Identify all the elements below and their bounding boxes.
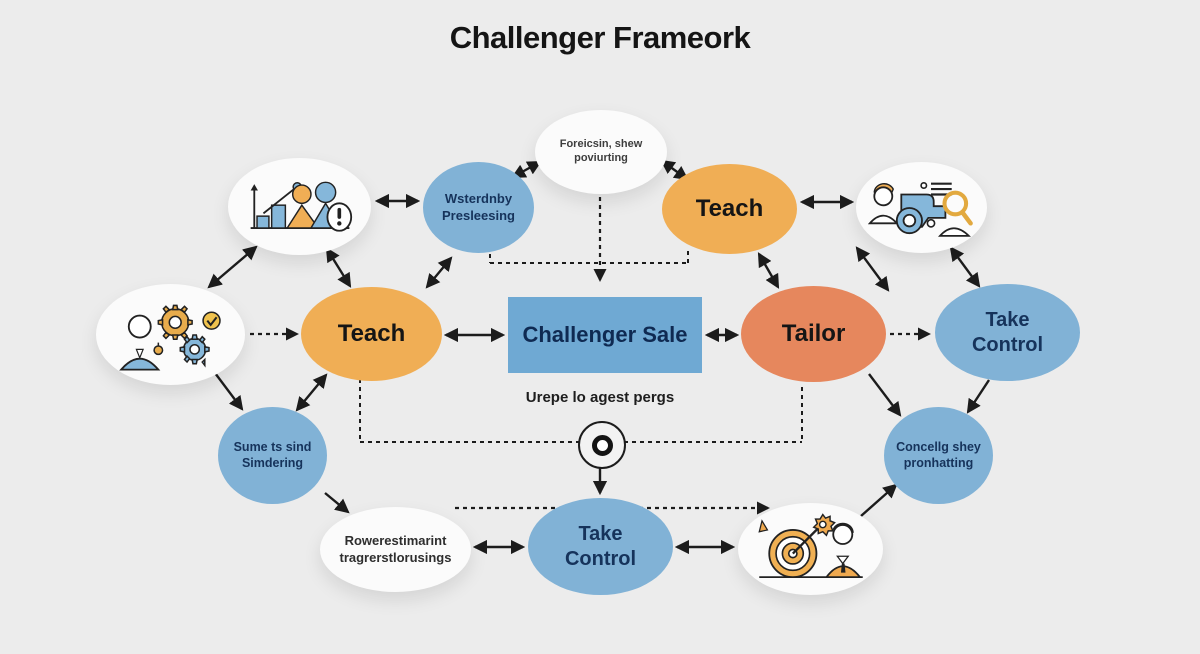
node-sume-label: Sume ts sind Simdering: [233, 439, 312, 470]
node-sume: Sume ts sind Simdering: [218, 407, 327, 504]
node-teach-top: Teach: [662, 164, 797, 254]
node-rowerestimarint-label: Rowerestimarint tragrerstlorusings: [339, 533, 452, 565]
node-teach-left: Teach: [301, 287, 442, 381]
node-forecisin: Foreicsin, shew poviurting: [535, 110, 667, 194]
node-person-gears: [96, 284, 245, 385]
node-concellg-label: Concellg shey pronhatting: [896, 439, 981, 470]
node-forecisin-label: Foreicsin, shew poviurting: [559, 138, 643, 164]
node-people-chart: [228, 158, 371, 255]
target-with-person-icon: [757, 513, 863, 579]
node-concellg: Concellg shey pronhatting: [884, 407, 993, 504]
node-challenger-sale: Challenger Sale: [508, 297, 702, 373]
double-circle-connector-icon: [578, 421, 626, 469]
caption-text: Urepe lo agest pergs: [525, 389, 675, 406]
node-wsterdnby: Wsterdnby Presleesing: [423, 162, 534, 253]
node-take-control-right-label: Take Control: [971, 308, 1044, 356]
people-machine-magnifier-icon: [867, 181, 973, 237]
node-tailor-label: Tailor: [781, 320, 846, 347]
person-with-gears-icon: [118, 304, 221, 371]
node-machine-magnifier: [856, 162, 987, 253]
diagram-title: Challenger Frameork: [449, 20, 751, 55]
node-teach-top-label: Teach: [695, 195, 764, 222]
node-target-person: [738, 503, 883, 595]
dashed-arrows: [250, 197, 931, 515]
node-tailor: Tailor: [741, 286, 886, 382]
people-with-bar-chart-icon: [250, 181, 352, 232]
node-wsterdnby-label: Wsterdnby Presleesing: [442, 191, 515, 223]
node-rowerestimarint: Rowerestimarint tragrerstlorusings: [320, 507, 471, 592]
dashed-guides: [359, 246, 803, 443]
node-teach-left-label: Teach: [337, 320, 406, 347]
node-take-control-bottom-label: Take Control: [564, 522, 637, 570]
solid-double-arrows: [207, 159, 981, 555]
node-challenger-sale-label: Challenger Sale: [522, 322, 688, 348]
node-take-control-bottom: Take Control: [528, 498, 673, 595]
node-take-control-right: Take Control: [935, 284, 1080, 381]
solid-single-arrows: [214, 372, 991, 517]
